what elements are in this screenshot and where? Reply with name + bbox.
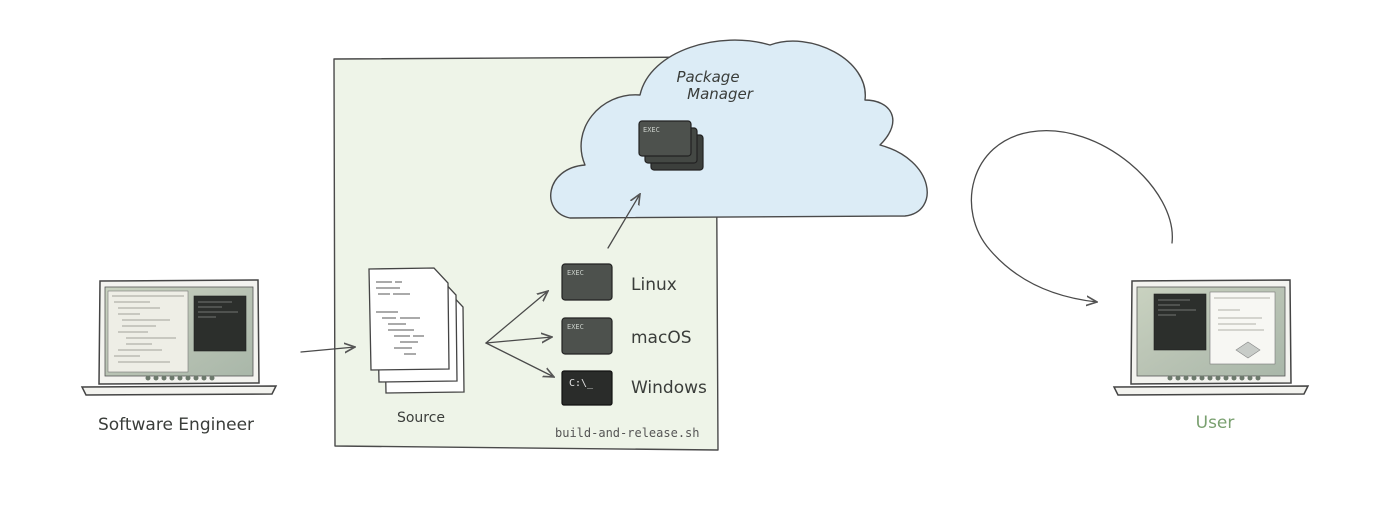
arrow-engineer-to-source [300, 347, 355, 352]
arrow-source-to-macos [485, 337, 552, 344]
macos-binary-icon-text: EXEC [567, 323, 584, 331]
windows-binary-icon-text: C:\_ [569, 378, 594, 389]
package-manager-label-line2: Manager [687, 85, 754, 103]
binary-macos: EXEC [561, 317, 613, 355]
linux-label: Linux [631, 275, 677, 295]
cloud-binary-label: EXEC [643, 126, 660, 134]
build-script-label: build-and-release.sh [555, 426, 700, 440]
arrow-source-to-linux [485, 291, 548, 344]
package-manager-cloud: Package Manager EXEC [550, 39, 928, 219]
arrow-source-to-windows [485, 342, 554, 377]
source-label: Source [397, 410, 445, 426]
macos-label: macOS [631, 328, 692, 348]
package-manager-label-line1: Package [676, 68, 739, 86]
linux-binary-icon-text: EXEC [567, 269, 584, 277]
arrow-linux-to-package-manager [607, 194, 640, 249]
binary-windows: C:\_ [561, 370, 613, 406]
arrow-cloud-to-user [970, 130, 1173, 302]
binary-linux: EXEC [561, 263, 613, 301]
cloud-binaries-stack: EXEC [638, 120, 704, 171]
engineer-label: Software Engineer [98, 415, 254, 435]
user-laptop [1112, 279, 1310, 396]
user-label: User [1196, 413, 1235, 433]
windows-label: Windows [631, 378, 707, 398]
engineer-laptop [80, 279, 278, 396]
source-documents [368, 267, 465, 394]
